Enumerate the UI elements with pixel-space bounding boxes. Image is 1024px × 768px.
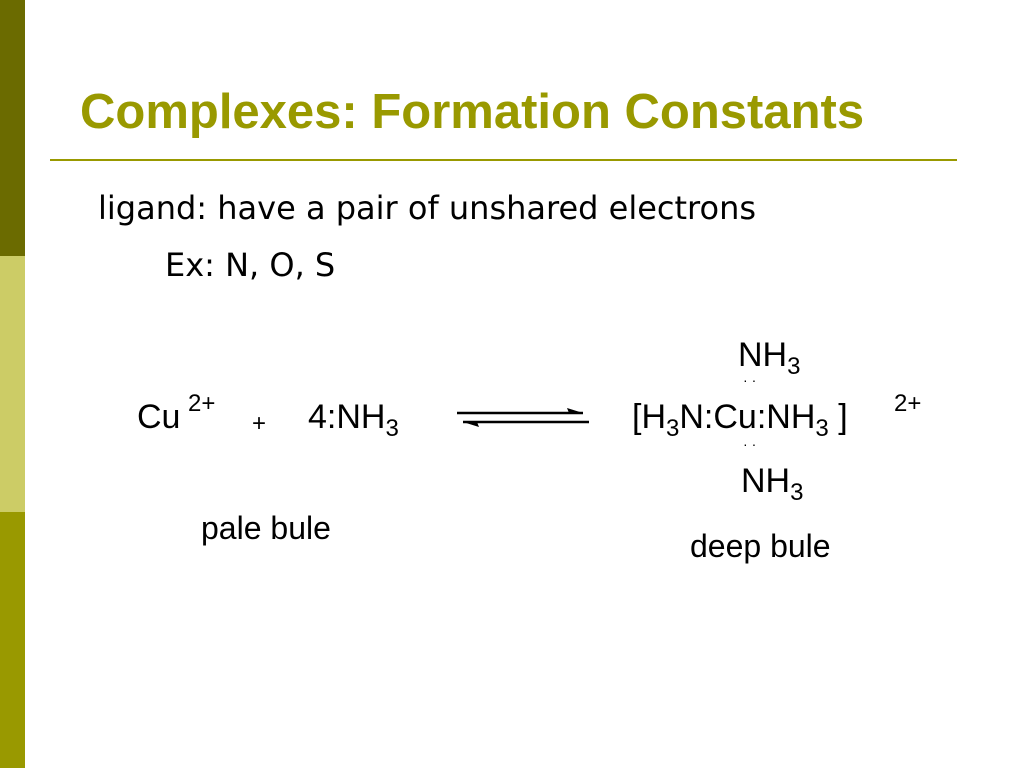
complex-middle: N:Cu:NH [679, 398, 816, 436]
bottom-lone-pair: ·· [743, 436, 761, 452]
bottom-ligand-formula: NH [741, 462, 791, 500]
complex-subscript-2: 3 [815, 415, 829, 442]
top-ammonia-ligand: NH3 [738, 336, 800, 381]
forward-arrow-head [567, 408, 583, 413]
bottom-ligand-subscript: 3 [790, 479, 804, 506]
ligand-examples: Ex: N, O, S [165, 246, 336, 284]
slide-title: Complexes: Formation Constants [80, 85, 865, 139]
product-color-label: deep bule [690, 528, 831, 564]
complex-charge: 2+ [894, 390, 922, 417]
reverse-arrow-head [463, 422, 479, 427]
sidebar-band-light [0, 256, 25, 512]
sidebar-band-mid [0, 512, 25, 768]
ammonia-reactant: 4:NH3 [308, 398, 399, 443]
copper-symbol: Cu [137, 398, 181, 436]
equilibrium-arrows-icon [457, 408, 589, 427]
copper-ion: Cu [137, 398, 180, 437]
complex-open: [H [632, 398, 666, 436]
top-ligand-formula: NH [738, 336, 788, 374]
ligand-definition: ligand: have a pair of unshared electron… [98, 189, 757, 227]
reactant-color-label: pale bule [201, 510, 331, 546]
complex-subscript-1: 3 [666, 415, 680, 442]
top-lone-pair: ·· [743, 372, 761, 388]
top-ligand-subscript: 3 [787, 353, 801, 380]
bottom-ammonia-ligand: NH3 [741, 462, 803, 507]
plus-sign: + [252, 410, 267, 437]
ammonia-formula: 4:NH [308, 398, 386, 436]
sidebar-accent [0, 0, 25, 768]
complex-close: ] [828, 398, 848, 436]
title-divider [50, 159, 957, 161]
copper-charge: 2+ [188, 390, 216, 417]
sidebar-band-dark [0, 0, 25, 256]
ammonia-subscript: 3 [385, 415, 399, 442]
copper-ammine-complex: [H3N:Cu:NH3 ] [632, 398, 848, 443]
